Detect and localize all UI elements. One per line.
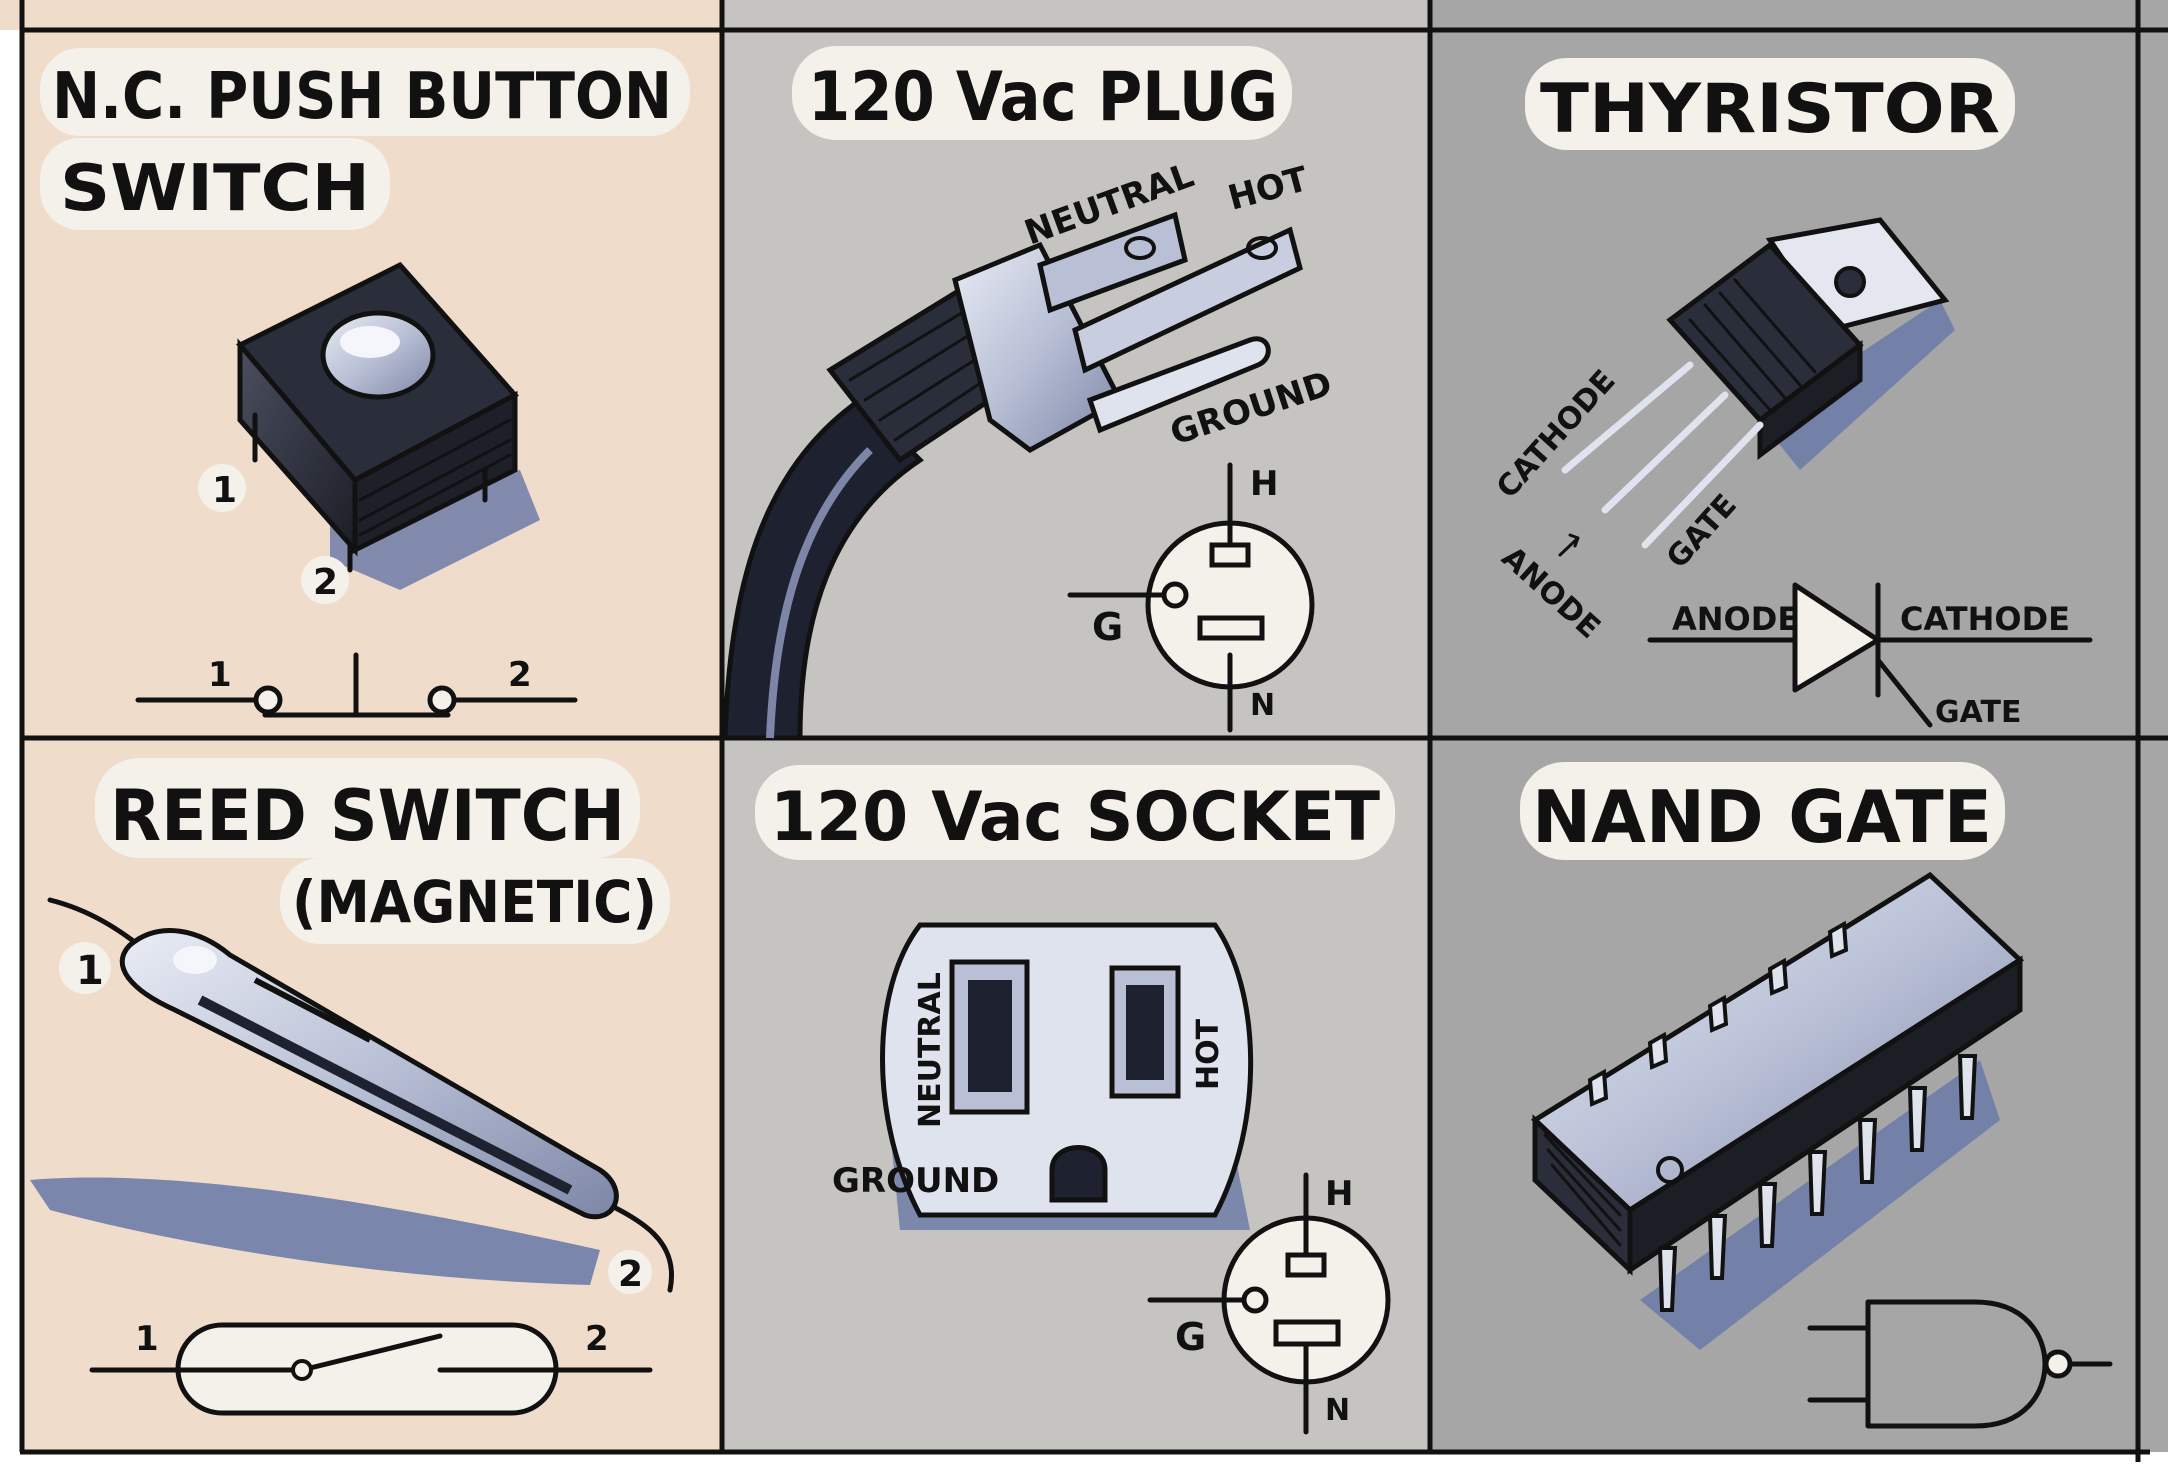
reed-pin1-label: 1 — [76, 948, 104, 994]
reed-pin2-label: 2 — [618, 1254, 643, 1295]
nand-title: NAND GATE — [1532, 775, 1992, 859]
pushbutton-pin1-label: 1 — [212, 470, 237, 511]
top-strip-peach — [0, 0, 722, 30]
socket-title: 120 Vac SOCKET — [770, 778, 1381, 857]
plug-schematic-n: N — [1250, 688, 1275, 723]
plug-head — [952, 241, 1124, 453]
pushbutton-pin2-label: 2 — [313, 562, 338, 603]
reed-title-line1: REED SWITCH — [110, 775, 625, 857]
pushbutton-title-line1: N.C. PUSH BUTTON — [52, 60, 672, 134]
reed-schematic-2: 2 — [585, 1319, 609, 1359]
pushbutton-schematic: 1 2 — [135, 652, 578, 718]
plug-hot-prong — [1072, 226, 1303, 374]
thyristor-schematic-gate: GATE — [1935, 695, 2021, 730]
pushbutton-schematic-2: 2 — [508, 655, 532, 695]
thyristor-schematic-cathode: CATHODE — [1900, 600, 2070, 638]
top-strip-mid — [1430, 0, 2138, 30]
thyristor-schematic: ANODE CATHODE GATE — [1647, 582, 2093, 730]
socket-hot-label: HOT — [1191, 1018, 1226, 1090]
cell-pushbutton: N.C. PUSH BUTTON SWITCH 1 2 1 2 — [40, 48, 690, 718]
cell-plug: 120 Vac PLUG NEUTRAL HOT GROUND H G N — [722, 46, 1337, 741]
pushbutton-title-line2: SWITCH — [60, 152, 370, 226]
nand-chip-pins — [1587, 920, 1978, 1312]
plug-title: 120 Vac PLUG — [808, 58, 1278, 137]
pushbutton-schematic-1: 1 — [208, 655, 232, 695]
socket-schematic-n: N — [1325, 1393, 1350, 1428]
cell-thyristor: THYRISTOR CATHODE ANODE GATE ANODE CATHO… — [1490, 58, 2093, 730]
reed-title-line2: (MAGNETIC) — [292, 868, 657, 936]
reed-schematic: 1 2 — [89, 1319, 653, 1416]
plug-schematic-h: H — [1250, 464, 1278, 504]
right-strip — [2138, 0, 2168, 1452]
socket-ground-label: GROUND — [832, 1161, 999, 1201]
reed-schematic-1: 1 — [135, 1319, 159, 1359]
socket-schematic-h: H — [1325, 1174, 1353, 1214]
socket-schematic: H G N — [1147, 1172, 1391, 1435]
cell-socket: 120 Vac SOCKET NEUTRAL HOT GROUND H G N — [755, 765, 1395, 1435]
cell-nand: NAND GATE — [1520, 762, 2113, 1429]
socket-ground-hole — [1049, 1145, 1108, 1203]
top-strip-light — [722, 0, 1430, 30]
plug-schematic-g: G — [1092, 605, 1123, 649]
thyristor-title: THYRISTOR — [1540, 70, 2000, 149]
nand-symbol — [1807, 1299, 2113, 1429]
grid-lines — [19, 0, 2168, 1462]
socket-neutral-label: NEUTRAL — [913, 972, 948, 1128]
plug-ground-pin — [1086, 336, 1271, 434]
socket-schematic-g: G — [1175, 1315, 1206, 1359]
thyristor-schematic-anode: ANODE — [1672, 600, 1799, 638]
plug-schematic: H G N — [1067, 462, 1315, 733]
cell-reed: REED SWITCH (MAGNETIC) 1 2 1 2 — [30, 758, 674, 1416]
